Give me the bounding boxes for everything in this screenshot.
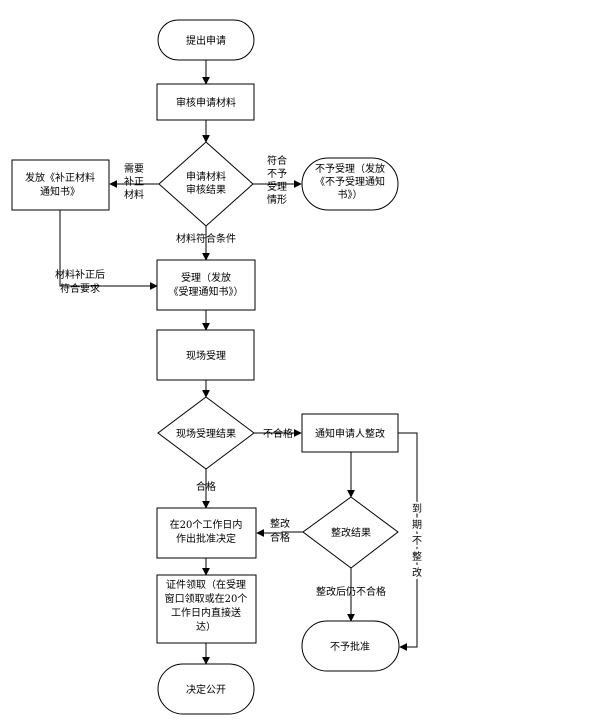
node-pickup-line: 工作日内直接送 (171, 606, 241, 619)
label-need-supplement-line: 材料 (124, 188, 144, 201)
label-expired-char: 整 (412, 550, 422, 563)
label-rectified-fail: 整改后仍不合格 (316, 585, 386, 598)
node-decision1-line: 审核结果 (186, 183, 226, 196)
node-not-accepted-line: 书》） (338, 189, 363, 201)
node-decision3-label: 整改结果 (331, 526, 371, 539)
node-not-accepted-line: 不予受理（发放 (315, 162, 385, 175)
node-not-accepted-line: 《不予受理通知 (315, 175, 385, 188)
node-submit (157, 19, 255, 61)
label-supplement-ok-line: 符合要求 (60, 282, 100, 295)
label-supplement-ok-line: 材料补正后 (55, 268, 105, 281)
node-supplement-line: 发放《补正材料 (25, 171, 95, 184)
label-pass: 合格 (196, 480, 216, 493)
label-need-supplement-line: 需要 (124, 163, 144, 175)
label-expired: 到期不整改 (412, 503, 422, 579)
label-supplement-ok: 材料补正后符合要求 (55, 268, 105, 295)
label-need-supplement-line: 补正 (124, 175, 144, 188)
node-supplement-notice-label: 发放《补正材料通知书》 (25, 171, 95, 198)
label-fail: 不合格 (263, 427, 293, 440)
node-accepted-line: 受理（发放 (181, 271, 231, 284)
node-accepted (156, 259, 256, 311)
label-need-supplement: 需要补正材料 (124, 163, 144, 201)
node-decide20-label: 在20个工作日内作出批准决定 (170, 518, 243, 545)
node-rectify-notice-label: 通知申请人整改 (315, 427, 385, 440)
node-decide20-line: 作出批准决定 (176, 532, 236, 545)
label-not-meet-line: 不予 (267, 168, 287, 180)
node-pickup-line: 达） (196, 621, 216, 633)
label-not-meet-line: 符合 (267, 154, 287, 167)
edge-expired-notapproved (398, 432, 418, 651)
node-not-accepted-label: 不予受理（发放《不予受理通知书》） (315, 162, 385, 201)
node-accepted-label: 受理（发放《受理通知书》） (169, 271, 244, 298)
label-rectified-pass: 整改合格 (270, 517, 290, 544)
label-not-meet-line: 受理 (267, 181, 287, 193)
edge-supplement-accepted (59, 210, 158, 290)
node-decision1-label: 申请材料审核结果 (186, 170, 226, 196)
node-decision2-label: 现场受理结果 (176, 427, 236, 440)
node-not-approved-label: 不予批准 (330, 640, 370, 653)
node-pickup-line: 证件领取（在受理 (166, 578, 246, 591)
node-onsite (156, 329, 255, 381)
node-review (156, 83, 255, 121)
node-publish-label: 决定公开 (186, 683, 226, 696)
label-rectified-pass-line: 整改 (270, 517, 290, 530)
label-not-meet: 符合不予受理情形 (267, 154, 287, 206)
node-decision1 (158, 141, 254, 227)
node-accepted-line: 《受理通知书》） (169, 285, 244, 298)
edge-decision3-decide20 (256, 529, 303, 537)
label-expired-char: 期 (412, 519, 422, 531)
node-pickup-label: 证件领取（在受理窗口领取或在20个工作日内直接送达） (165, 578, 248, 633)
node-supplement-line: 通知书》 (40, 185, 80, 198)
label-rectified-pass-line: 合格 (270, 531, 290, 544)
node-supplement-notice (11, 159, 110, 211)
node-not-approved (301, 620, 400, 672)
node-decision1-line: 申请材料 (186, 170, 226, 183)
node-rectify-notice (301, 413, 399, 453)
node-pickup-line: 窗口领取或在20个 (165, 592, 248, 605)
node-decision2 (157, 396, 255, 470)
node-not-accepted (301, 157, 399, 211)
label-expired-char: 不 (412, 536, 422, 547)
node-onsite-label: 现场受理 (186, 349, 226, 362)
node-submit-label: 提出申请 (186, 34, 226, 47)
node-publish (157, 663, 255, 715)
node-pickup (156, 574, 257, 644)
node-decide20 (156, 507, 257, 559)
node-review-label: 审核申请材料 (176, 96, 236, 109)
node-decision3 (302, 496, 399, 569)
label-expired-char: 到 (412, 503, 422, 515)
label-expired-char: 改 (412, 566, 422, 579)
label-materials-ok: 材料符合条件 (176, 232, 236, 245)
node-decide20-line: 在20个工作日内 (170, 518, 243, 531)
label-not-meet-line: 情形 (267, 193, 287, 206)
